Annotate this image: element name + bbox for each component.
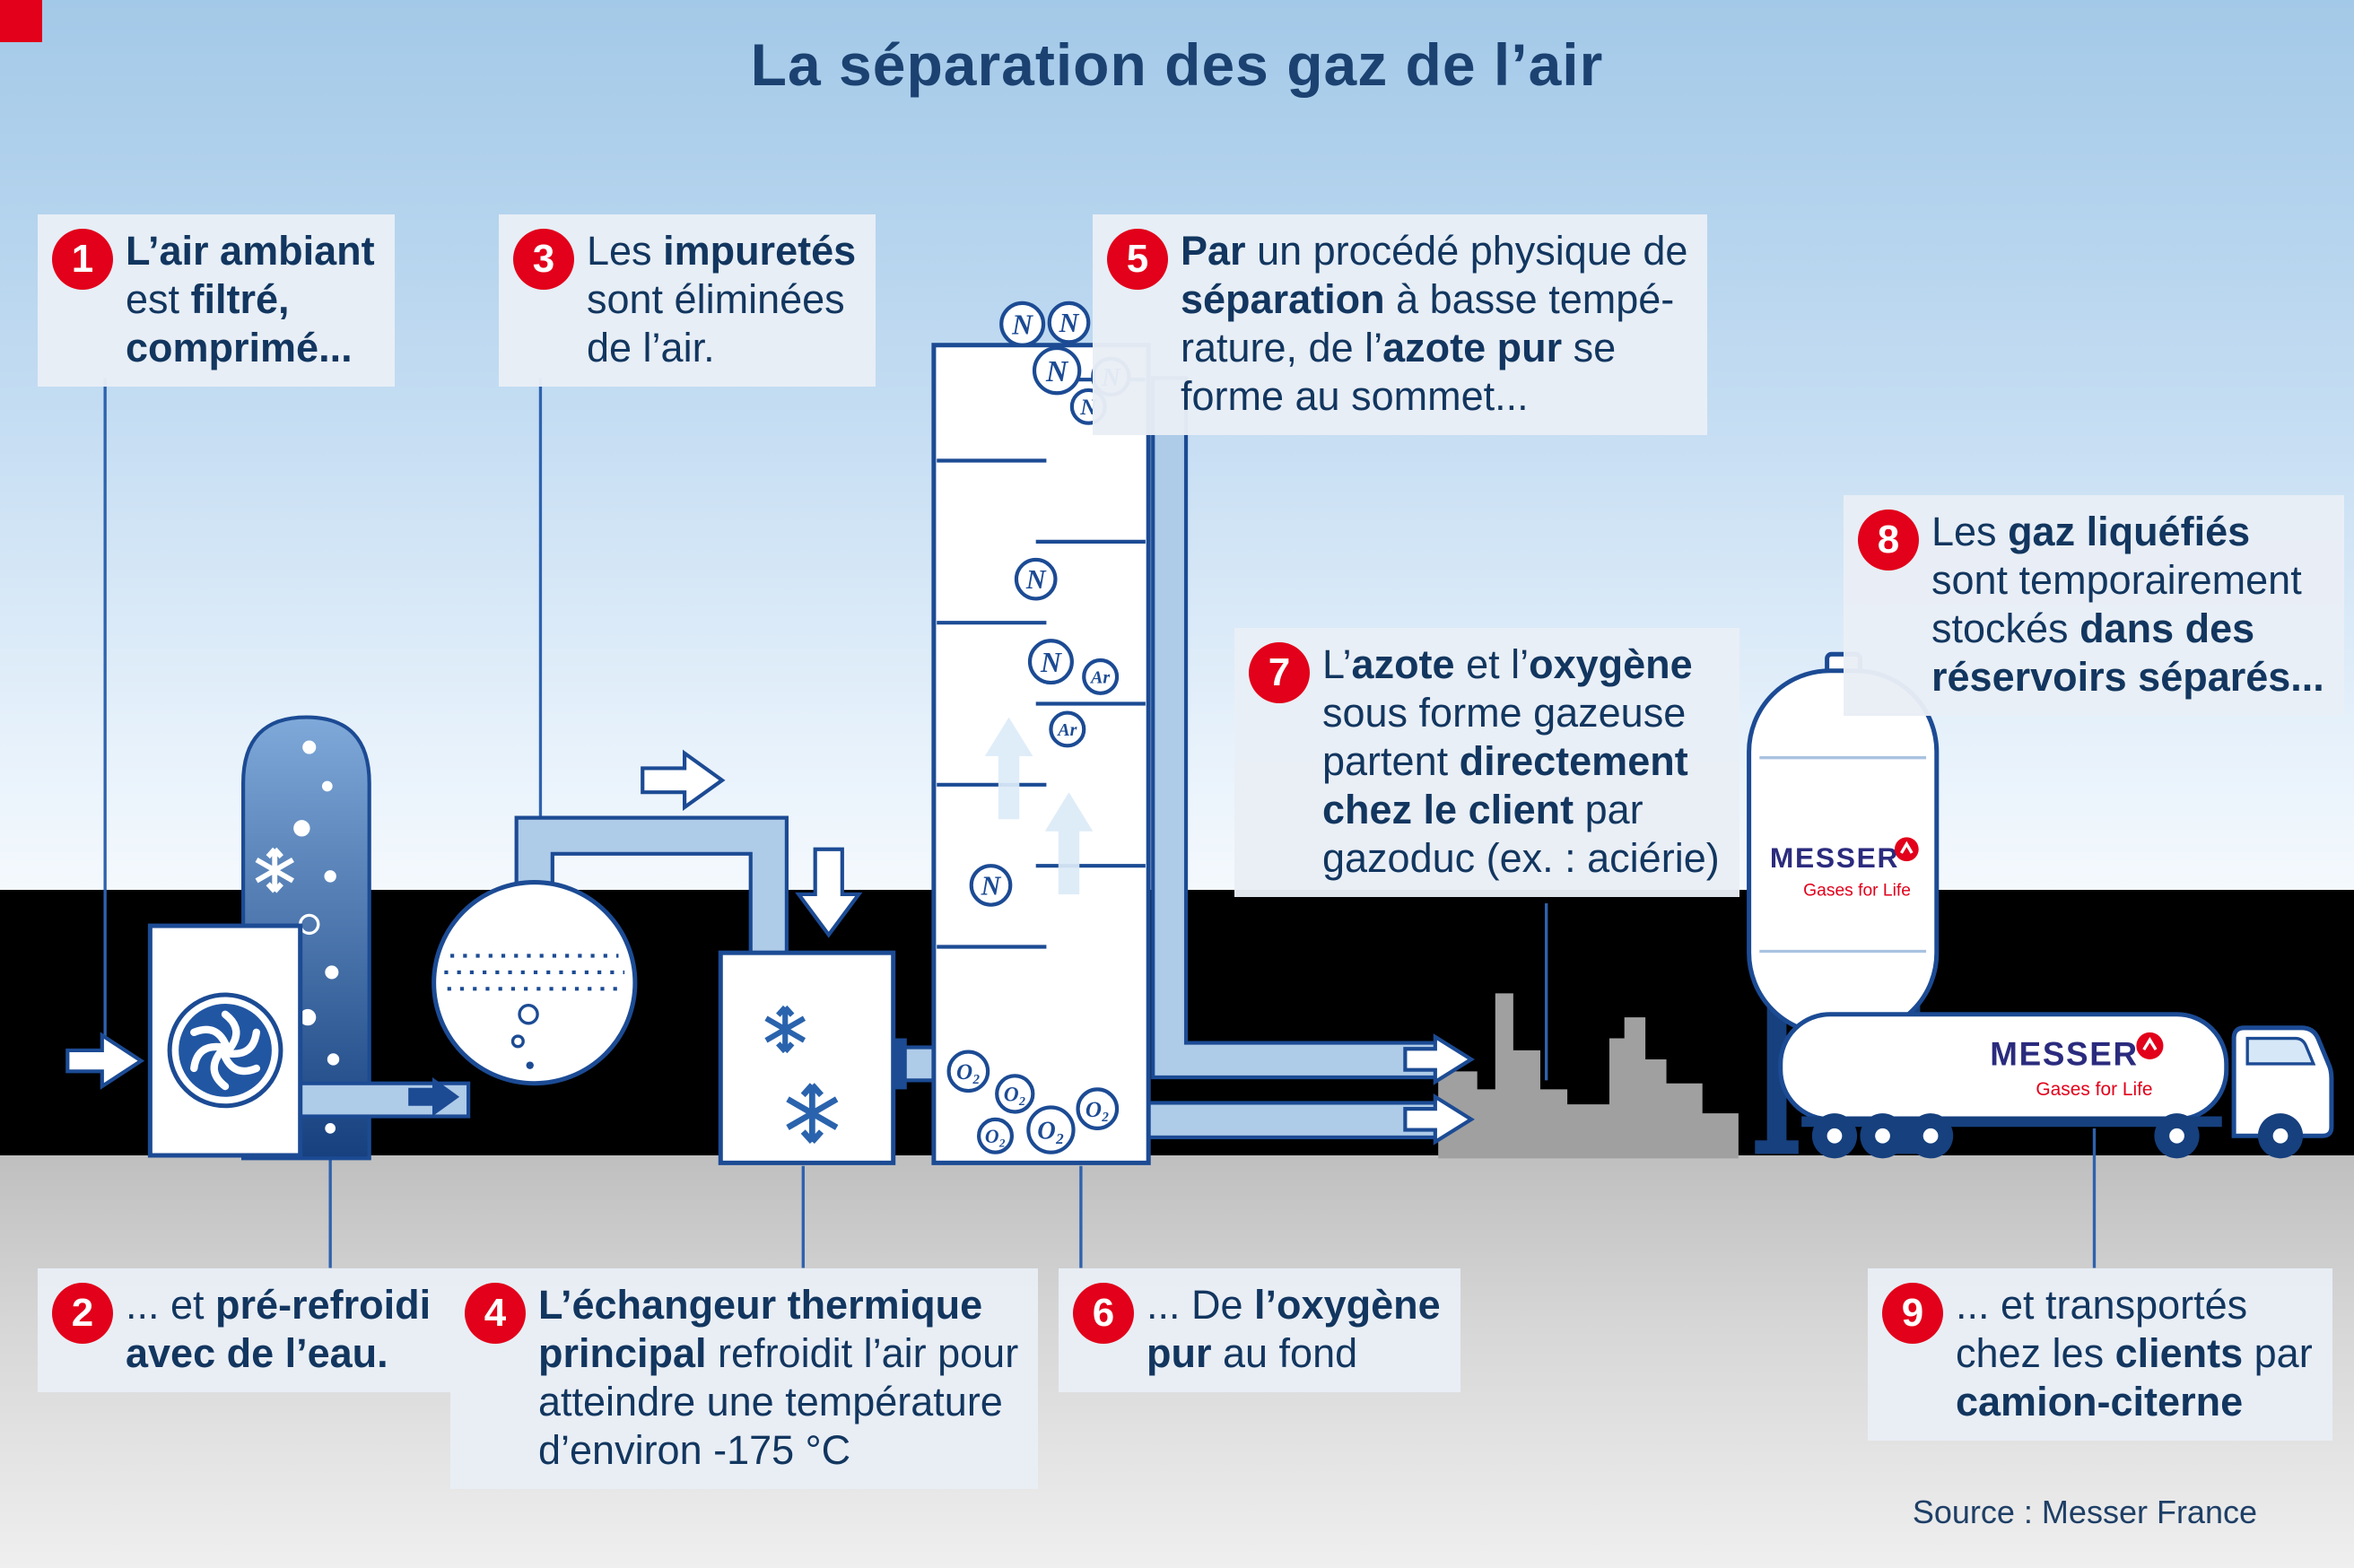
messer-logo-tank: MESSER Gases for Life [1770,837,1919,901]
tank-leg [1766,982,1787,1151]
corner-red-mark [0,0,42,42]
molecule-n: N [1047,301,1091,344]
bubbles [293,740,340,1134]
truck-chassis [1801,1116,2222,1128]
tanker-truck: MESSER Gases for Life [1778,1012,2334,1159]
messer-emblem-icon [1894,837,1919,862]
arrow-nitrogen-to-city [1403,1033,1475,1085]
molecule-n: N [999,301,1046,347]
step-4-box: 4 L’échangeur thermique principal refroi… [450,1268,1039,1489]
step-5-text: Par un procédé physique de séparation à … [1181,228,1688,419]
pipe-flange [892,1038,907,1090]
svg-text:MESSER: MESSER [1990,1036,2138,1073]
step-6-badge: 6 [1073,1283,1134,1344]
svg-text:O₂: O₂ [985,1126,1006,1147]
svg-text:MESSER: MESSER [1770,841,1899,874]
molecule-n: N [1027,639,1074,685]
svg-text:O₂: O₂ [1037,1118,1064,1146]
arrow-into-compressor [65,1032,145,1090]
svg-text:Ar: Ar [1056,720,1077,740]
svg-text:Gases for Life: Gases for Life [2036,1079,2152,1100]
distillation-column [931,343,1151,1165]
arrow-oxygen-to-city [1403,1093,1475,1146]
step-1-box: 1 L’air ambiant est filtré, comprimé... [38,214,395,387]
arrow-down-into-exchanger [795,847,863,938]
oxygen-pipeline [1146,1101,1443,1140]
messer-logo-truck: MESSER Gases for Life [1990,1032,2164,1100]
step-1-badge: 1 [52,229,113,290]
svg-text:O₂: O₂ [1085,1098,1110,1122]
svg-text:Ar: Ar [1089,667,1110,687]
molecule-o2: O₂ [977,1117,1015,1154]
molecule-o2: O₂ [1076,1087,1120,1130]
step-2-badge: 2 [52,1283,113,1344]
flow-arrows [65,749,1475,1146]
svg-text:N: N [1040,647,1062,678]
molecule-o2: O₂ [1026,1105,1076,1154]
step-5-box: 5 Par un procédé physique de séparation … [1093,214,1708,435]
source-credit: Source : Messer France [1912,1494,2257,1530]
step-9-box: 9 ... et transportés chez les clients pa… [1868,1268,2332,1441]
molecule-ar: Ar [1082,658,1120,695]
step-2-box: 2 ... et pré-refroidi avec de l’eau. [38,1268,451,1392]
arrow-right-over-pipe [641,749,726,812]
molecule-o2: O₂ [995,1074,1035,1114]
connector-lines [103,378,2097,1268]
svg-text:O₂: O₂ [956,1060,981,1085]
step-7-badge: 7 [1249,642,1310,703]
svg-text:N: N [1045,355,1069,388]
cab-window [2245,1036,2316,1066]
svg-text:Gases for Life: Gases for Life [1803,882,1911,901]
tank-foot [1755,1140,1799,1154]
step-3-text: Les impuretés sont éliminées de l’air. [587,228,857,370]
step-5-badge: 5 [1107,229,1168,290]
step-4-text: L’échangeur thermique principal refroidi… [538,1282,1019,1473]
flow-arrow-small [408,1077,460,1117]
step-2-text: ... et pré-refroidi avec de l’eau. [126,1282,432,1376]
step-9-badge: 9 [1882,1283,1943,1344]
step-3-box: 3 Les impuretés sont éliminées de l’air. [499,214,876,387]
fan-icon [167,992,283,1109]
compressor [147,923,303,1158]
purifier-sphere [432,880,638,1086]
svg-text:O₂: O₂ [1004,1084,1026,1107]
step-8-box: 8 Les gaz liquéfiés sont temporairement … [1844,495,2344,716]
step-1-text: L’air ambiant est filtré, comprimé... [126,228,375,370]
upflow-arrows [984,717,1094,894]
step-7-text: L’azote et l’oxygène sous forme gazeuse … [1322,641,1720,881]
messer-emblem-icon [2136,1032,2164,1059]
step-8-text: Les gaz liquéfiés sont temporairement st… [1931,509,2324,700]
molecule-n: N [969,864,1013,907]
svg-text:N: N [1011,309,1033,340]
step-7-box: 7 L’azote et l’oxygène sous forme gazeus… [1234,628,1739,897]
svg-text:N: N [981,870,1002,901]
molecule-ar: Ar [1049,710,1086,748]
step-8-badge: 8 [1858,510,1919,571]
svg-text:N: N [1025,564,1047,595]
step-4-badge: 4 [465,1283,526,1344]
step-6-text: ... De l’oxygène pur au fond [1146,1282,1441,1376]
molecule-o2: O₂ [946,1050,990,1093]
city-silhouette [1438,993,1739,1159]
molecule-n: N [1032,345,1082,396]
step-3-badge: 3 [513,229,574,290]
svg-text:N: N [1059,308,1080,338]
heat-exchanger [718,950,896,1165]
truck-wheels [1811,1113,2304,1159]
step-9-text: ... et transportés chez les clients par … [1956,1282,2313,1424]
step-6-box: 6 ... De l’oxygène pur au fond [1059,1268,1460,1392]
page-title: La séparation des gaz de l’air [750,31,1604,98]
molecule-n: N [1014,557,1058,601]
